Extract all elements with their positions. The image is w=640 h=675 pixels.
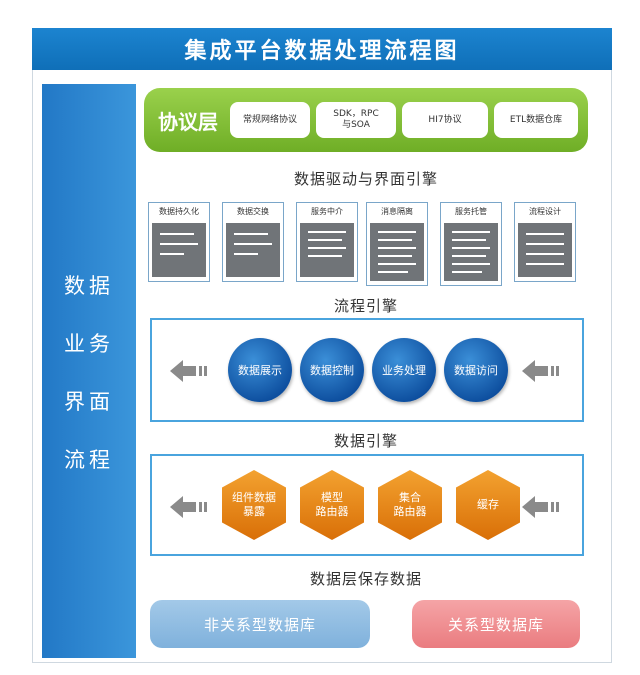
protocol-item: HI7协议 (402, 102, 488, 138)
engine-card: 数据交换 (222, 202, 284, 282)
engine-card-title: 流程设计 (529, 207, 561, 216)
data-node: 组件数据 暴露 (222, 470, 286, 540)
flow-node: 数据访问 (444, 338, 508, 402)
document-lines-icon (300, 223, 354, 277)
document-lines-icon (444, 223, 498, 281)
engine-card-title: 服务中介 (311, 207, 343, 216)
engine-card-title: 服务托管 (455, 207, 487, 216)
engine-card: 服务托管 (440, 202, 502, 286)
engine-card-title: 数据持久化 (159, 207, 199, 216)
diagram-title: 集成平台数据处理流程图 (32, 28, 612, 70)
flow-node: 数据控制 (300, 338, 364, 402)
data-engine-title: 数据引擎 (333, 432, 398, 450)
storage-layer-title: 数据层保存数据 (309, 570, 422, 588)
protocol-item: ETL数据仓库 (494, 102, 578, 138)
engine-card-title: 消息隔离 (381, 207, 413, 216)
left-arrow-icon (522, 496, 559, 518)
data-engine-box: 组件数据 暴露 模型 路由器 集合 路由器 缓存 (150, 454, 584, 556)
column-line-2: 业务 (64, 332, 114, 356)
engine-card: 数据持久化 (148, 202, 210, 282)
data-node: 集合 路由器 (378, 470, 442, 540)
flow-node: 业务处理 (372, 338, 436, 402)
column-line-4: 流程 (64, 448, 114, 472)
left-arrow-icon (170, 496, 207, 518)
left-arrow-icon (522, 360, 559, 382)
engine-card-title: 数据交换 (237, 207, 269, 216)
flow-engine-box: 数据展示 数据控制 业务处理 数据访问 (150, 318, 584, 422)
business-flow-column: 数据 业务 界面 流程 (42, 84, 136, 658)
protocol-item: 常规网络协议 (230, 102, 310, 138)
engine-card: 服务中介 (296, 202, 358, 282)
nosql-database-box: 非关系型数据库 (150, 600, 370, 648)
protocol-layer-label: 协议层 (158, 110, 218, 134)
flow-engine-title: 流程引擎 (333, 297, 398, 315)
document-lines-icon (152, 223, 206, 277)
data-node: 模型 路由器 (300, 470, 364, 540)
sql-database-box: 关系型数据库 (412, 600, 580, 648)
engine-card: 流程设计 (514, 202, 576, 282)
left-arrow-icon (170, 360, 207, 382)
protocol-layer: 协议层 常规网络协议 SDK，RPC 与SOA HI7协议 ETL数据仓库 (144, 88, 588, 152)
flow-node: 数据展示 (228, 338, 292, 402)
document-lines-icon (226, 223, 280, 277)
driver-engine-title: 数据驱动与界面引擎 (293, 170, 438, 188)
protocol-item: SDK，RPC 与SOA (316, 102, 396, 138)
data-node: 缓存 (456, 470, 520, 540)
column-line-1: 数据 (64, 274, 114, 298)
document-lines-icon (518, 223, 572, 277)
column-line-3: 界面 (64, 390, 114, 414)
document-lines-icon (370, 223, 424, 281)
engine-card: 消息隔离 (366, 202, 428, 286)
